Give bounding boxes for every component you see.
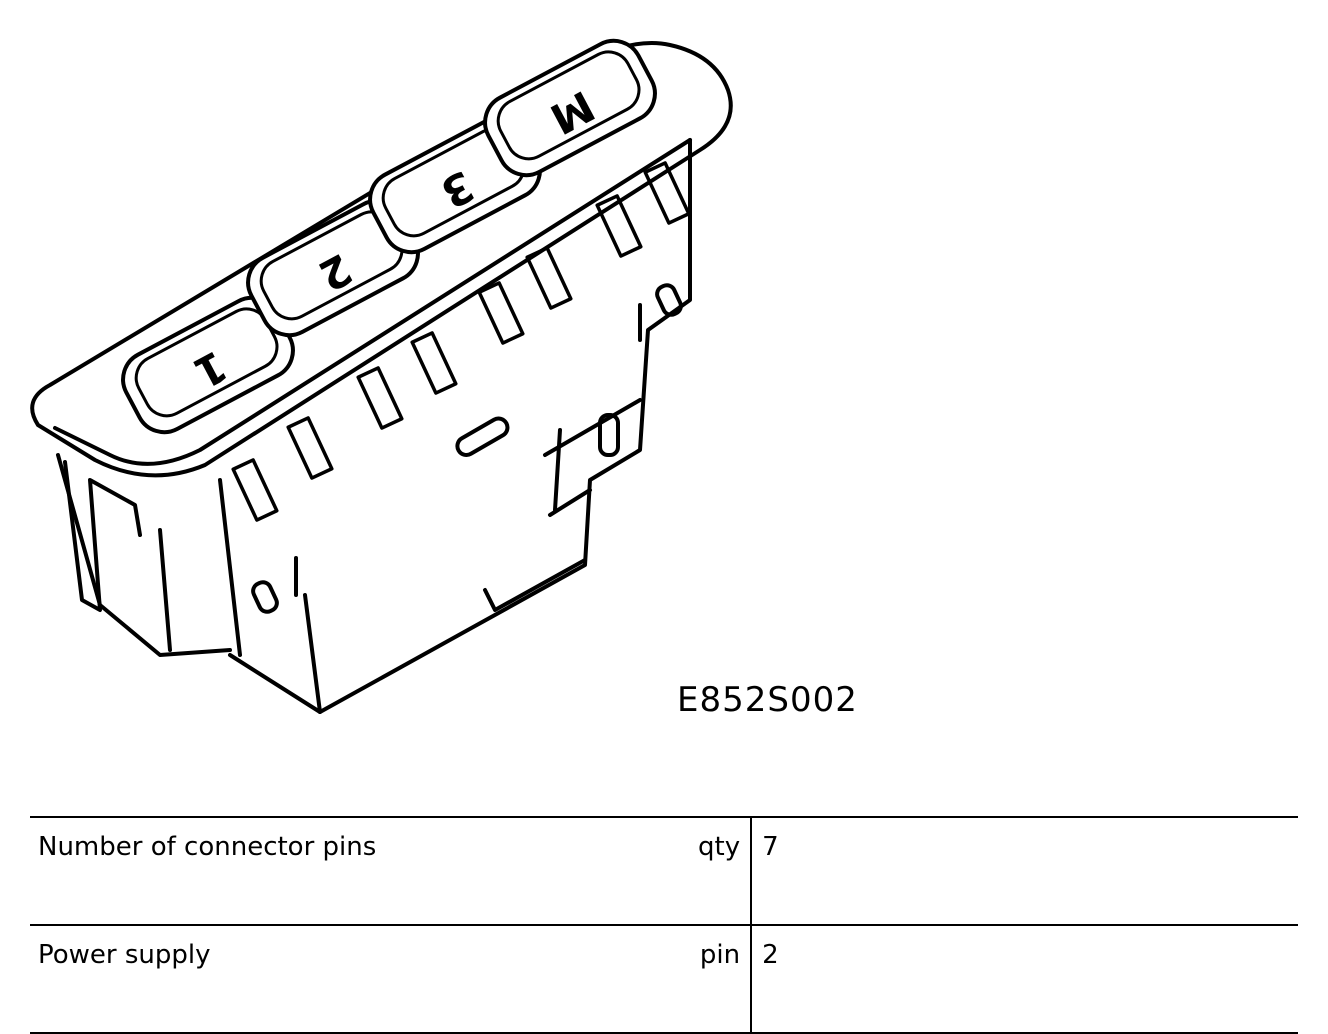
spec-unit: qty <box>698 816 753 926</box>
housing-side <box>218 478 587 714</box>
bezel-outer <box>30 41 733 478</box>
table-row: Number of connector pins qty 7 <box>30 816 1298 926</box>
mount-hole <box>655 283 683 317</box>
connector-slots <box>231 161 691 522</box>
switch-module-drawing: 1 2 3 M <box>30 38 733 714</box>
reference-code: E852S002 <box>677 680 858 720</box>
housing-front <box>56 453 232 657</box>
button-m: M <box>483 38 657 178</box>
spec-table: Number of connector pins qty 7 Power sup… <box>30 816 1298 1034</box>
spec-label: Power supply <box>30 925 698 1034</box>
bezel-inner <box>53 138 692 466</box>
housing-ledge <box>543 398 642 517</box>
front-clip <box>63 460 142 612</box>
spec-value: 7 <box>751 816 1298 926</box>
mount-hole <box>251 580 279 614</box>
button-1: 1 <box>121 295 295 435</box>
spec-label: Number of connector pins <box>30 816 698 926</box>
mount-hole <box>598 413 620 457</box>
housing-lower <box>228 138 692 714</box>
mount-slot <box>455 416 510 457</box>
spec-unit: pin <box>698 925 753 1034</box>
table-row: Power supply pin 2 <box>30 925 1298 1034</box>
spec-value: 2 <box>751 925 1298 1034</box>
